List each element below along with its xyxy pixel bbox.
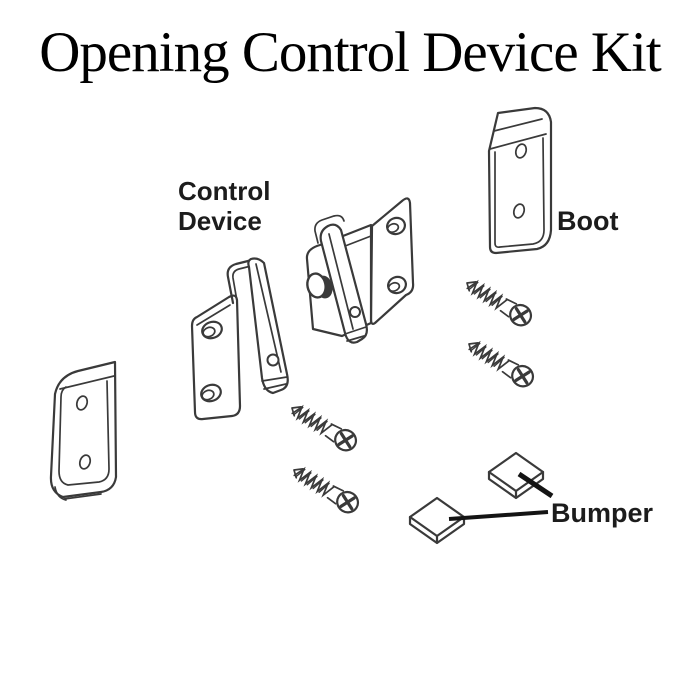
boot-right-drawing [487, 106, 553, 255]
control-device-right-drawing [305, 197, 415, 344]
bumper-leader-line-bottom [448, 510, 549, 521]
control-device-label-line2: Device [178, 206, 262, 236]
screw-4-drawing [462, 333, 539, 392]
bumper-top-drawing [487, 451, 545, 500]
control-device-label-line1: Control [178, 176, 271, 206]
page-title: Opening Control Device Kit [39, 21, 661, 84]
boot-left-drawing [49, 360, 118, 501]
control-device-label: Control Device [178, 176, 270, 236]
bumper-label: Bumper [551, 498, 654, 528]
screw-3-drawing [460, 272, 537, 331]
screw-2-drawing [287, 459, 364, 518]
boot-label: Boot [557, 206, 619, 236]
bumper-leader-line-top [517, 471, 554, 499]
screw-1-drawing [285, 397, 362, 456]
control-device-left-drawing [190, 257, 289, 421]
